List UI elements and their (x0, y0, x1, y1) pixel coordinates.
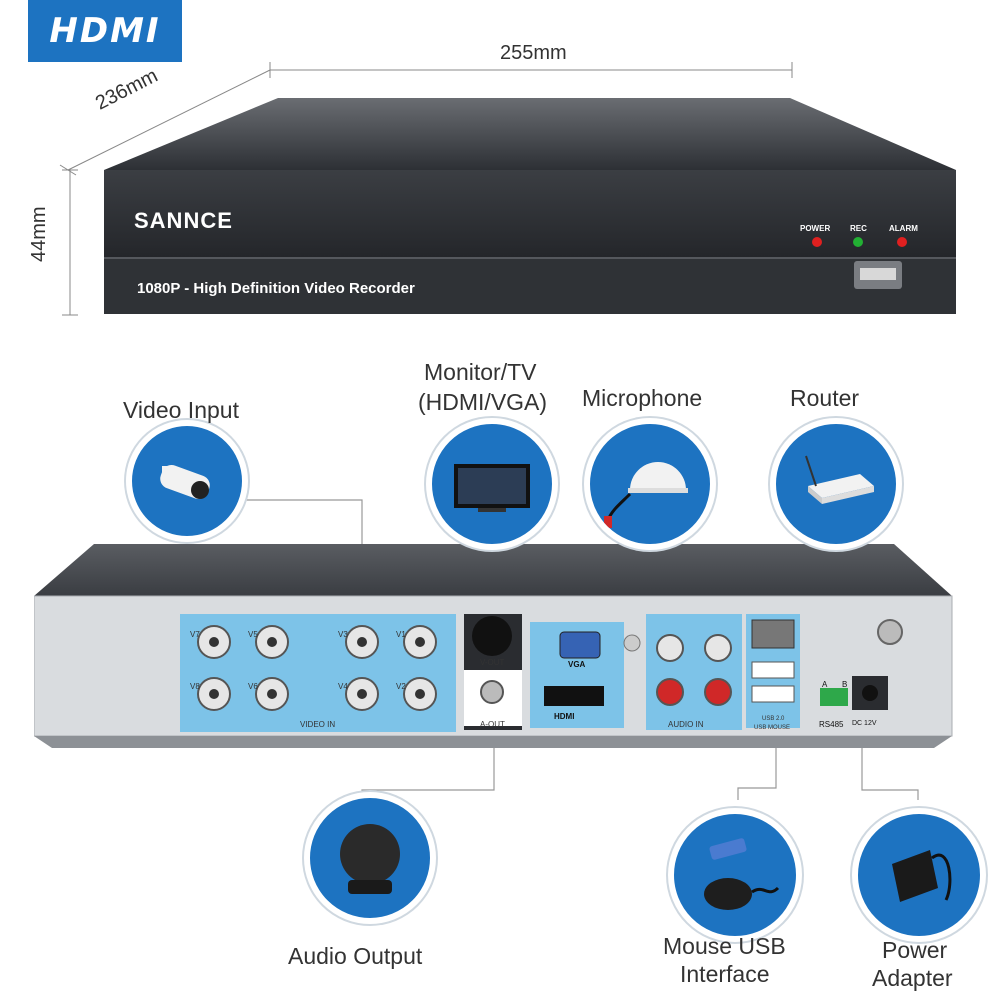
power-adapter-icon (892, 850, 952, 902)
mouse-label-2: Interface (680, 961, 770, 987)
port-label-v2: V2 (396, 682, 406, 691)
led-label-power: POWER (800, 224, 831, 233)
dimension-lines (59, 62, 793, 316)
rec-led (853, 237, 863, 247)
width-label: 255mm (500, 42, 567, 64)
microphone-icon (604, 462, 688, 528)
microphone-circle (584, 418, 716, 550)
port-label-v8: V8 (190, 682, 200, 691)
monitor-circle (426, 418, 558, 550)
power-label-2: Adapter (872, 965, 953, 991)
port-label-v5: V5 (248, 630, 258, 639)
vga-label: VGA (568, 660, 586, 669)
mouse-circle (668, 808, 802, 942)
hdmi-badge: HDMI (28, 0, 182, 62)
rs485-label: RS485 (819, 720, 844, 729)
led-label-alarm: ALARM (889, 224, 918, 233)
led-label-rec: REC (850, 224, 867, 233)
rs485-pin-b: B (842, 680, 848, 689)
front-subtitle: 1080P - High Definition Video Recorder (137, 280, 415, 297)
router-icon (805, 455, 874, 504)
video-input-label: Video Input (123, 397, 239, 423)
dc-label: DC 12V (852, 720, 877, 727)
hdmi-port-label: HDMI (554, 712, 575, 721)
speaker-icon (340, 824, 400, 894)
port-label-v1: V1 (396, 630, 406, 639)
power-label-1: Power (882, 937, 948, 963)
alarm-led (897, 237, 907, 247)
speaker-circle (304, 792, 436, 924)
dvr-front-view (104, 98, 956, 314)
audio-output-label: Audio Output (288, 943, 423, 969)
power-led (812, 237, 822, 247)
port-label-v4: V4 (338, 682, 348, 691)
front-logo: SANNCE (134, 208, 233, 233)
vout-label: V-OUT (480, 658, 505, 667)
mouse-label-1: Mouse USB (663, 933, 786, 959)
port-label-v3: V3 (338, 630, 348, 639)
status-leds (812, 237, 907, 247)
router-label: Router (790, 385, 860, 411)
power-adapter-circle (852, 808, 986, 942)
monitor-label-2: (HDMI/VGA) (418, 389, 548, 415)
usb-label-2: USB MOUSE (754, 725, 791, 731)
camera-circle (126, 420, 248, 542)
height-label: 44mm (28, 206, 50, 262)
usb-label-1: USB 2.0 (762, 716, 785, 722)
monitor-label-1: Monitor/TV (424, 359, 537, 385)
video-in-label: VIDEO IN (300, 720, 336, 729)
mouse-icon (704, 838, 780, 910)
microphone-label: Microphone (582, 385, 703, 411)
monitor-icon (454, 464, 530, 512)
rs485-pin-a: A (822, 680, 828, 689)
port-label-v6: V6 (248, 682, 258, 691)
aout-label: A-OUT (480, 720, 505, 729)
port-label-v7: V7 (190, 630, 200, 639)
audio-in-label: AUDIO IN (668, 720, 704, 729)
router-circle (770, 418, 902, 550)
camera-icon (160, 464, 210, 500)
dvr-rear-view (34, 544, 953, 748)
